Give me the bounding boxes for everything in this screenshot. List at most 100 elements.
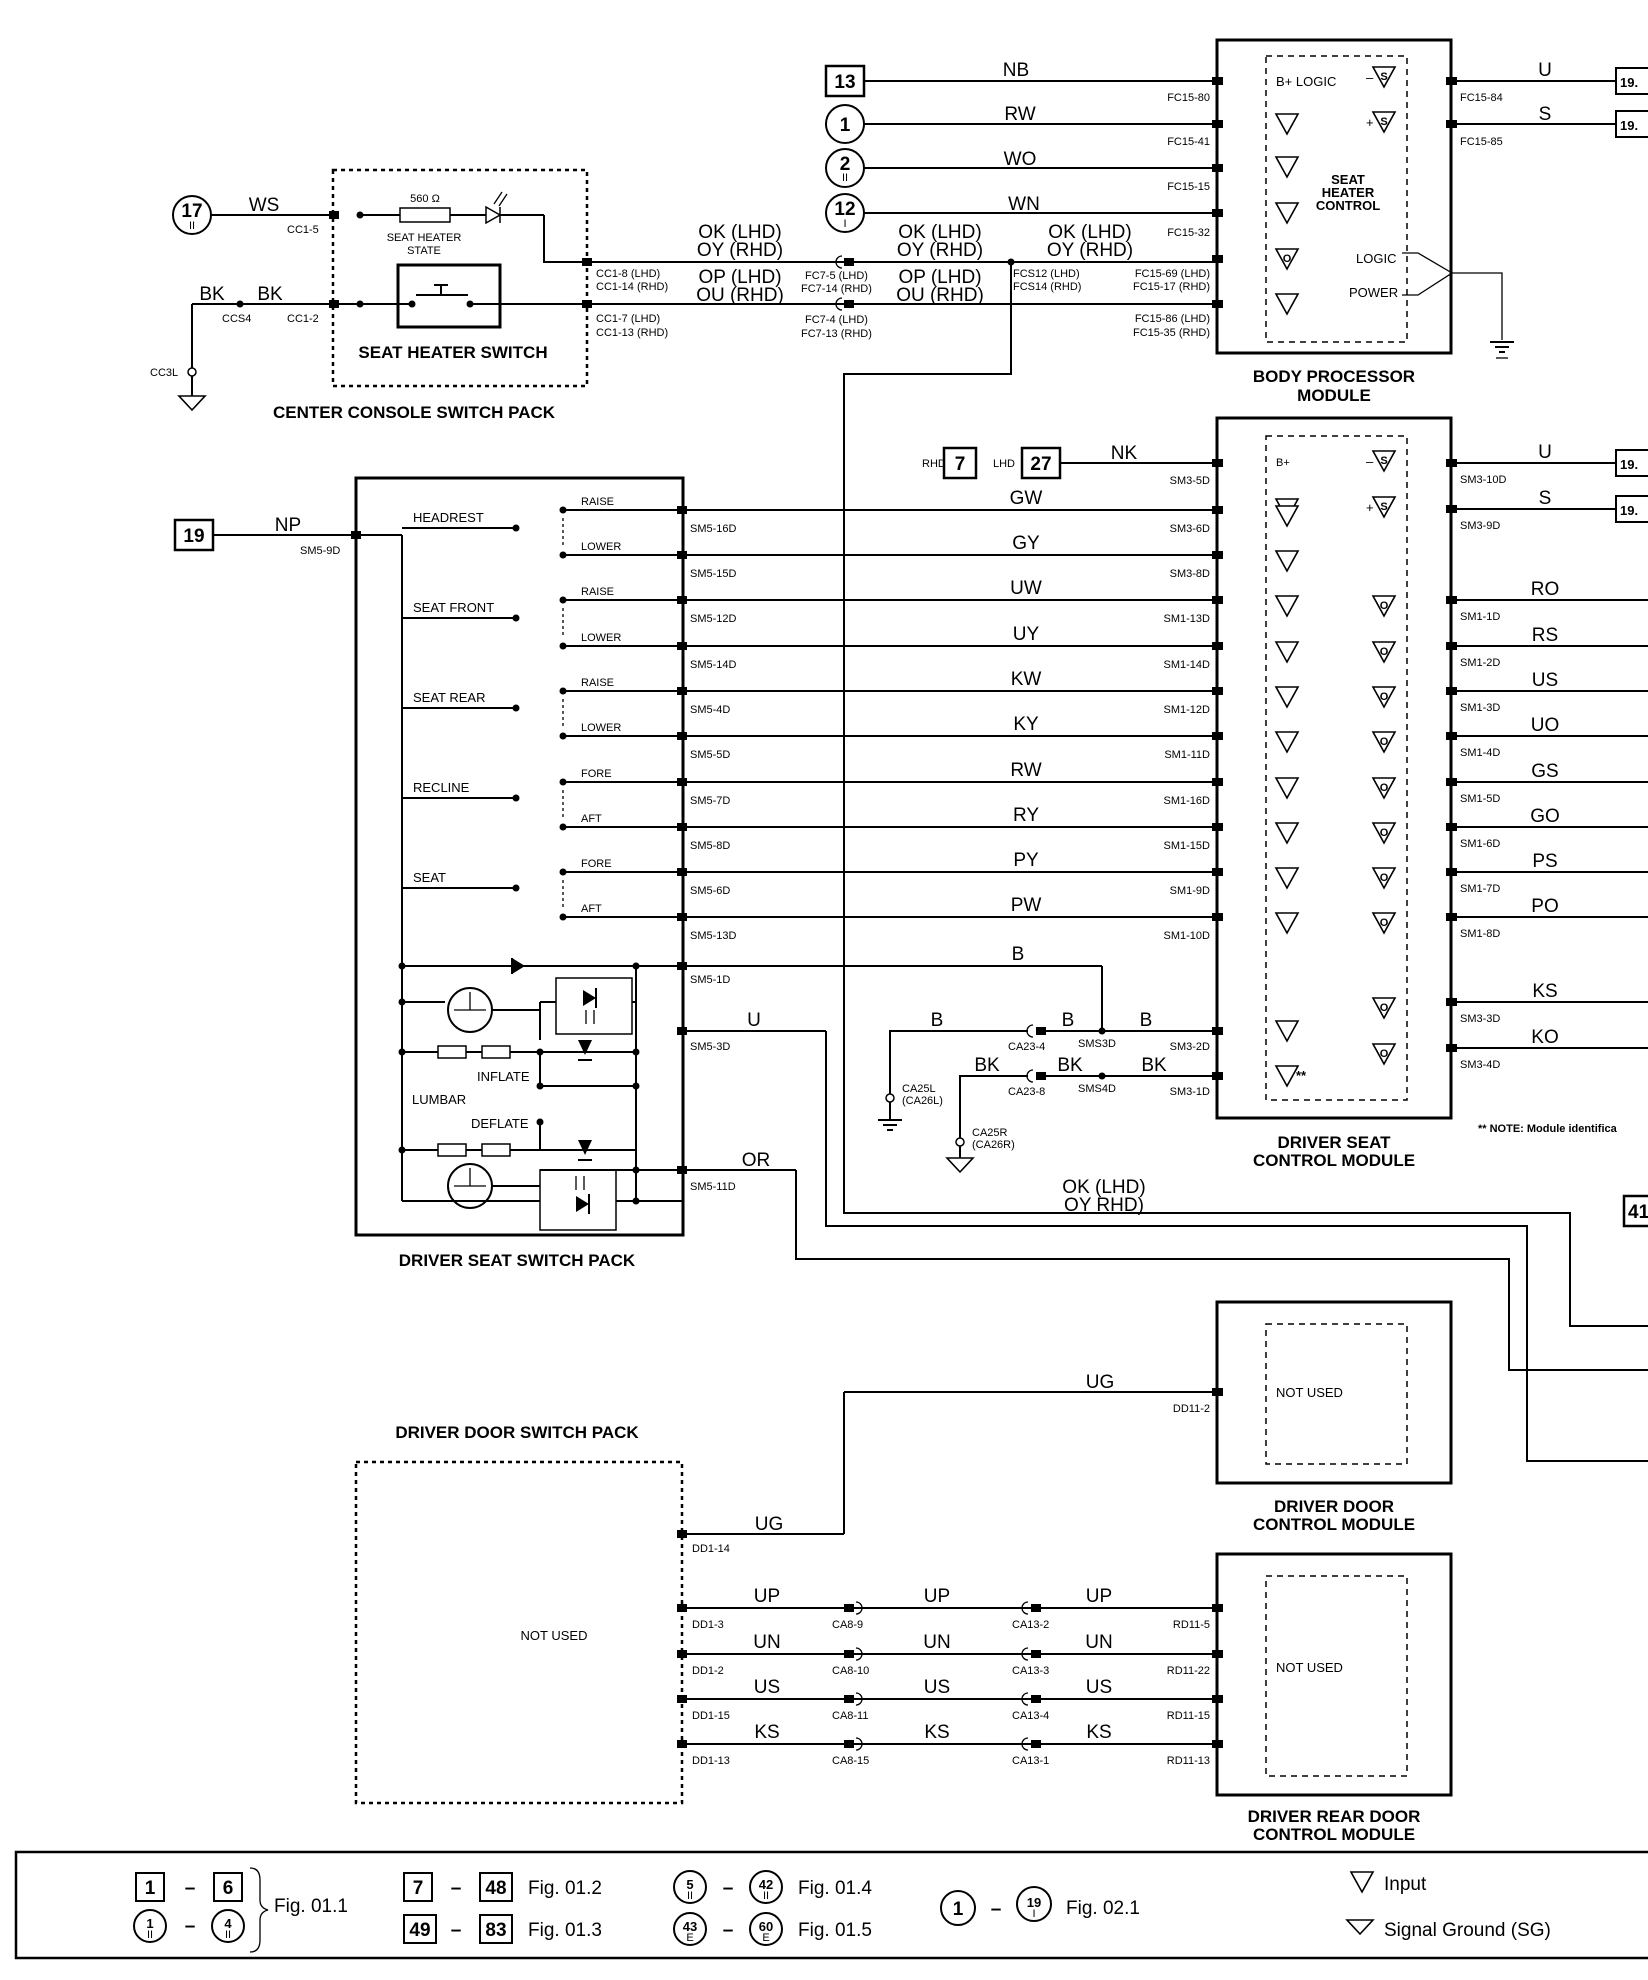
svg-text:CA13-3: CA13-3 — [1012, 1665, 1049, 1677]
output-color-label: PS — [1532, 851, 1557, 872]
svg-text:UN: UN — [923, 1632, 950, 1653]
svg-text:CC1-7 (LHD): CC1-7 (LHD) — [596, 313, 660, 325]
svg-text:UG: UG — [755, 1514, 784, 1535]
sm5-pin-label: SM5-4D — [690, 704, 730, 716]
svg-text:DD1-14: DD1-14 — [692, 1543, 730, 1555]
switch-dir-label: RAISE — [581, 677, 614, 689]
svg-text:DRIVER SEAT: DRIVER SEAT — [1277, 1133, 1391, 1152]
sm5-pin-label: SM5-6D — [690, 885, 730, 897]
switch-group-label: SEAT FRONT — [413, 600, 494, 615]
svg-text:B+: B+ — [1276, 457, 1290, 469]
wire-color-label: PW — [1011, 895, 1042, 916]
svg-text:STATE: STATE — [407, 245, 441, 257]
switch-dir-label: FORE — [581, 768, 612, 780]
output-pin-label: SM1-6D — [1460, 838, 1500, 850]
svg-text:OY (RHD): OY (RHD) — [1047, 240, 1133, 261]
svg-text:7: 7 — [955, 454, 966, 475]
svg-text:CONTROL MODULE: CONTROL MODULE — [1253, 1151, 1415, 1170]
svg-text:SM3-1D: SM3-1D — [1170, 1086, 1210, 1098]
svg-text:1: 1 — [953, 1899, 964, 1920]
svg-text:12: 12 — [834, 199, 855, 220]
svg-text:–: – — [723, 1878, 734, 1899]
wire-color-label: RY — [1013, 805, 1039, 826]
bpm-title-1: BODY PROCESSOR — [1253, 367, 1415, 386]
svg-text:DD11-2: DD11-2 — [1173, 1403, 1210, 1415]
dscm-outputs: USM3-10D19.–SSM3-9D19.+ROSM1-1DRSSM1-2DU… — [1366, 442, 1648, 1071]
switch-group-label: HEADREST — [413, 510, 484, 525]
svg-text:DD1-2: DD1-2 — [692, 1665, 724, 1677]
svg-text:41: 41 — [1628, 1202, 1648, 1223]
output-color-label: RO — [1531, 579, 1560, 600]
svg-text:WS: WS — [249, 195, 280, 216]
svg-text:SM3-2D: SM3-2D — [1170, 1041, 1210, 1053]
svg-text:+: + — [1366, 500, 1374, 515]
svg-text:(CA26L): (CA26L) — [902, 1095, 943, 1107]
svg-text:WN: WN — [1008, 194, 1040, 215]
output-pin-label: SM1-4D — [1460, 747, 1500, 759]
svg-text:SM3-5D: SM3-5D — [1170, 475, 1210, 487]
dscm-pin-label: SM3-8D — [1170, 568, 1210, 580]
svg-text:+: + — [1366, 115, 1374, 130]
svg-text:SM5-11D: SM5-11D — [690, 1181, 736, 1193]
dscm-pin-label: SM3-6D — [1170, 523, 1210, 535]
svg-text:NOT USED: NOT USED — [1276, 1385, 1343, 1400]
svg-text:E: E — [762, 1932, 769, 1944]
svg-text:19.: 19. — [1620, 118, 1638, 133]
switch-dir-label: FORE — [581, 858, 612, 870]
svg-text:DD1-3: DD1-3 — [692, 1619, 724, 1631]
output-pin-label: SM1-8D — [1460, 928, 1500, 940]
svg-text:II: II — [189, 220, 195, 232]
svg-text:OK (LHD): OK (LHD) — [698, 222, 781, 243]
svg-text:CC3L: CC3L — [150, 367, 178, 379]
driver-door-control-module: NOT USED UG DD11-2 DRIVER DOOR CONTROL M… — [844, 1300, 1453, 1534]
svg-text:Signal Ground (SG): Signal Ground (SG) — [1384, 1920, 1551, 1941]
svg-text:FC7-4 (LHD): FC7-4 (LHD) — [805, 314, 868, 326]
svg-text:INFLATE: INFLATE — [477, 1069, 530, 1084]
svg-text:4: 4 — [224, 1916, 232, 1931]
dscm-pin-label: SM1-10D — [1164, 930, 1211, 942]
output-color-label: US — [1532, 670, 1558, 691]
svg-text:KS: KS — [1086, 1722, 1111, 1743]
switch-dir-label: RAISE — [581, 496, 614, 508]
svg-text:49: 49 — [409, 1920, 430, 1941]
svg-text:SEAT HEATER SWITCH: SEAT HEATER SWITCH — [358, 343, 547, 362]
svg-text:NP: NP — [275, 515, 301, 536]
bpm-title-2: MODULE — [1297, 386, 1371, 405]
svg-text:US: US — [924, 1677, 950, 1698]
svg-text:CA13-1: CA13-1 — [1012, 1755, 1049, 1767]
lumbar-circuit: INFLATE LUMBAR DEFLATE — [398, 958, 682, 1231]
svg-text:CA25L: CA25L — [902, 1083, 936, 1095]
svg-text:FCS12 (LHD): FCS12 (LHD) — [1013, 268, 1080, 280]
wire-color-label: KW — [1011, 669, 1042, 690]
svg-text:OU (RHD): OU (RHD) — [896, 285, 984, 306]
switch-dir-label: LOWER — [581, 722, 621, 734]
svg-text:2: 2 — [840, 154, 851, 175]
svg-text:RD11-22: RD11-22 — [1167, 1665, 1210, 1677]
output-pin-label: SM1-5D — [1460, 793, 1500, 805]
svg-text:KS: KS — [924, 1722, 949, 1743]
output-pin-label: SM3-3D — [1460, 1013, 1500, 1025]
svg-text:Fig. 01.5: Fig. 01.5 — [798, 1920, 872, 1941]
wire-color-label: GW — [1010, 488, 1043, 509]
svg-text:U: U — [747, 1010, 761, 1031]
svg-text:II: II — [147, 1929, 153, 1941]
svg-text:19: 19 — [183, 526, 204, 547]
svg-text:RD11-15: RD11-15 — [1167, 1710, 1210, 1722]
svg-text:SM5-9D: SM5-9D — [300, 545, 340, 557]
sm5-pin-label: SM5-16D — [690, 523, 737, 535]
svg-text:CC1-13 (RHD): CC1-13 (RHD) — [596, 327, 668, 339]
svg-text:OK (LHD): OK (LHD) — [898, 222, 981, 243]
dscm-pin-label: SM1-12D — [1164, 704, 1211, 716]
svg-text:US: US — [754, 1677, 780, 1698]
svg-text:CA8-9: CA8-9 — [832, 1619, 863, 1631]
svg-text:48: 48 — [485, 1878, 506, 1899]
svg-text:Fig. 01.3: Fig. 01.3 — [528, 1920, 602, 1941]
output-color-label: KO — [1531, 1027, 1558, 1048]
svg-text:OK (LHD): OK (LHD) — [1048, 222, 1131, 243]
svg-text:BK: BK — [974, 1055, 1000, 1076]
svg-text:POWER: POWER — [1349, 285, 1398, 300]
svg-text:–: – — [185, 1878, 196, 1899]
output-pin-label: SM3-4D — [1460, 1059, 1500, 1071]
output-ref-label: 19. — [1620, 457, 1638, 472]
